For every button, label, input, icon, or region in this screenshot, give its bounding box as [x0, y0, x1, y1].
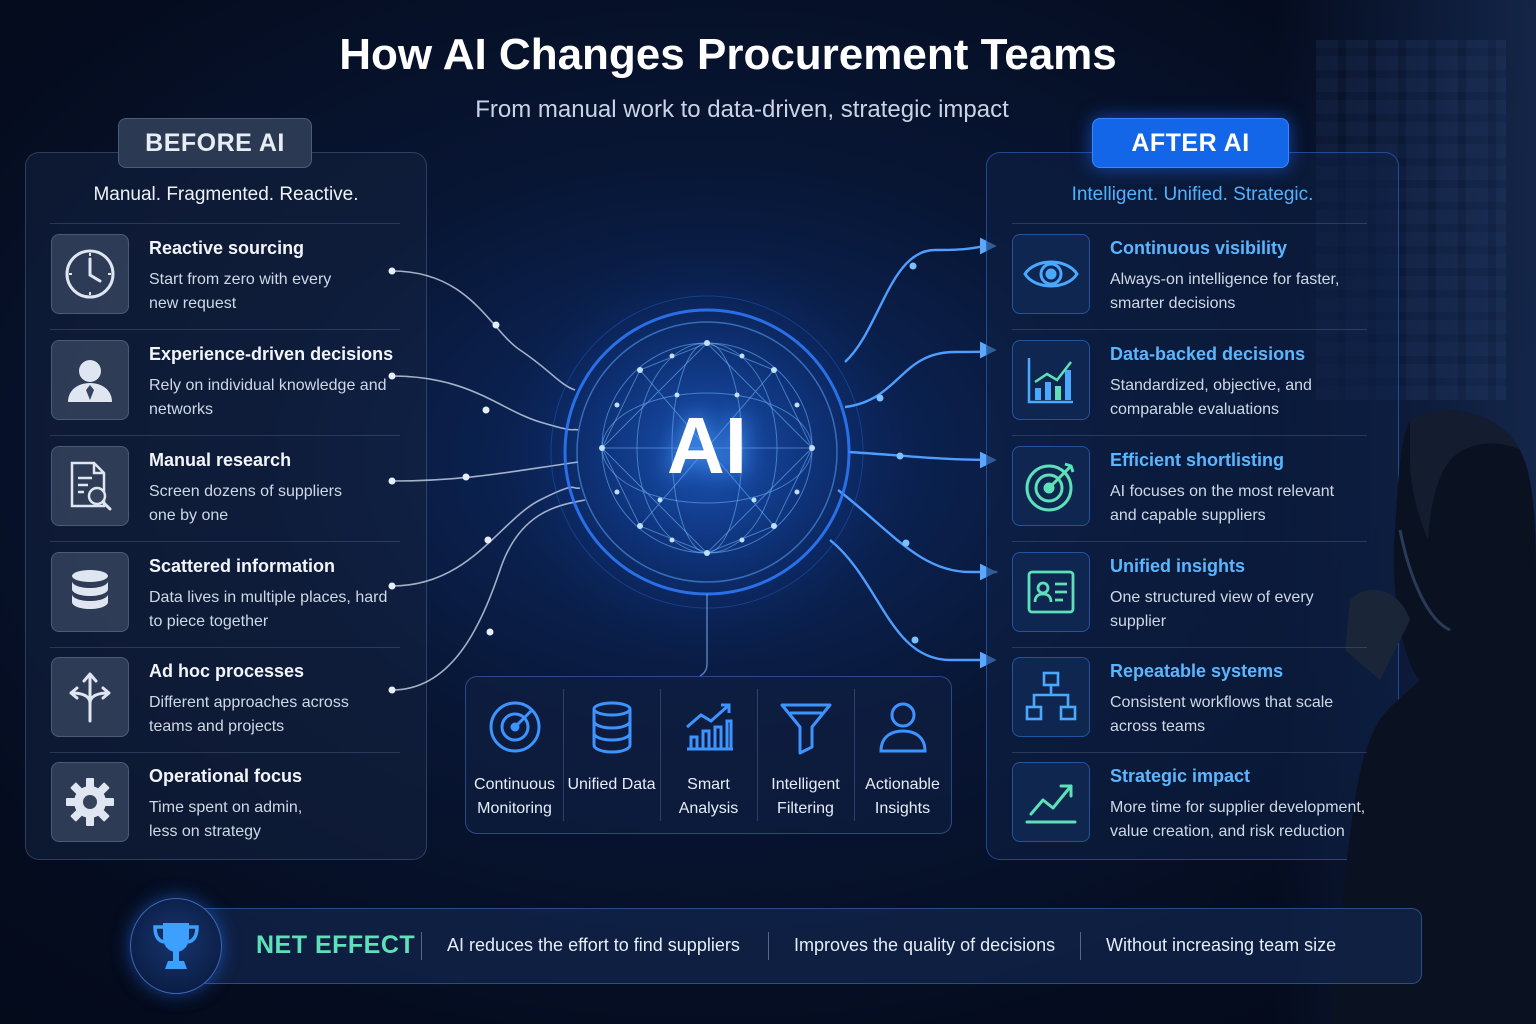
before-item-scattered-information: Scattered information Data lives in mult…	[51, 550, 411, 634]
item-title: Operational focus	[149, 766, 303, 786]
page-subtitle: From manual work to data-driven, strateg…	[475, 96, 1009, 123]
ai-core-label: AI	[667, 401, 747, 490]
capability-label: Smart Analysis	[678, 776, 739, 817]
target-icon	[1012, 446, 1090, 526]
after-item-efficient-shortlisting: Efficient shortlisting AI focuses on the…	[1012, 444, 1382, 528]
capability-intelligent-filtering: Intelligent Filtering	[757, 677, 854, 833]
before-item-manual-research: Manual research Screen dozens of supplie…	[51, 444, 411, 528]
net-effect-point: Improves the quality of decisions	[794, 935, 1056, 955]
after-item-strategic-impact: Strategic impact More time for supplier …	[1012, 760, 1382, 844]
bar-chart-icon	[1012, 340, 1090, 420]
before-item-experience-driven: Experience-driven decisions Rely on indi…	[51, 338, 411, 422]
after-item-unified-insights: Unified insights One structured view of …	[1012, 550, 1382, 634]
growth-chart-icon	[677, 695, 741, 759]
item-title: Manual research	[149, 450, 292, 470]
item-title: Efficient shortlisting	[1110, 450, 1285, 470]
item-description: More time for supplier development, valu…	[1110, 799, 1366, 840]
clock-icon	[51, 234, 129, 314]
capability-label: Intelligent Filtering	[771, 776, 840, 817]
item-description: One structured view of every supplier	[1110, 589, 1314, 630]
database-icon	[51, 552, 129, 632]
after-item-data-backed-decisions: Data-backed decisions Standardized, obje…	[1012, 338, 1382, 422]
item-title: Repeatable systems	[1110, 661, 1284, 681]
after-item-repeatable-systems: Repeatable systems Consistent workflows …	[1012, 655, 1382, 739]
net-effect-point: Without increasing team size	[1106, 935, 1337, 955]
item-title: Scattered information	[149, 556, 336, 576]
before-tagline: Manual. Fragmented. Reactive.	[93, 184, 359, 205]
before-tag: BEFORE AI	[118, 118, 312, 168]
database-icon	[580, 695, 644, 759]
before-item-ad-hoc-processes: Ad hoc processes Different approaches ac…	[51, 655, 411, 739]
funnel-icon	[774, 695, 838, 759]
capability-continuous-monitoring: Continuous Monitoring	[466, 677, 563, 833]
trend-up-icon	[1012, 762, 1090, 842]
item-description: Data lives in multiple places, hard to p…	[149, 589, 388, 630]
after-tag: AFTER AI	[1092, 118, 1289, 168]
item-description: Rely on individual knowledge and network…	[149, 377, 387, 418]
item-description: AI focuses on the most relevant and capa…	[1110, 483, 1335, 524]
eye-icon	[1012, 234, 1090, 314]
item-title: Strategic impact	[1110, 766, 1251, 786]
split-arrows-icon	[51, 657, 129, 737]
item-title: Reactive sourcing	[149, 238, 305, 258]
person-icon	[51, 340, 129, 420]
document-search-icon	[51, 446, 129, 526]
capability-unified-data: Unified Data	[563, 677, 660, 833]
item-title: Unified insights	[1110, 556, 1245, 576]
net-effect-label: NET EFFECT	[256, 931, 416, 959]
item-description: Start from zero with every new request	[149, 271, 332, 312]
capability-label: Unified Data	[567, 776, 656, 793]
net-effect-point: AI reduces the effort to find suppliers	[447, 935, 740, 955]
person-silhouette	[1330, 410, 1536, 1024]
after-tagline: Intelligent. Unified. Strategic.	[1071, 184, 1314, 205]
capability-actionable-insights: Actionable Insights	[854, 677, 951, 833]
item-title: Data-backed decisions	[1110, 344, 1306, 364]
page-title: How AI Changes Procurement Teams	[339, 30, 1117, 79]
trophy-icon	[130, 898, 222, 994]
item-description: Screen dozens of suppliers one by one	[149, 483, 342, 524]
item-description: Time spent on admin, less on strategy	[149, 799, 303, 840]
capability-label: Actionable Insights	[865, 776, 940, 817]
item-description: Consistent workflows that scale across t…	[1110, 694, 1334, 735]
net-effect-bar	[150, 908, 1422, 984]
capability-label: Continuous Monitoring	[474, 776, 555, 817]
radar-icon	[483, 695, 547, 759]
user-icon	[871, 695, 935, 759]
item-description: Always-on intelligence for faster, smart…	[1110, 271, 1340, 312]
after-item-continuous-visibility: Continuous visibility Always-on intellig…	[1012, 232, 1382, 316]
gear-icon	[51, 762, 129, 842]
before-item-reactive-sourcing: Reactive sourcing Start from zero with e…	[51, 232, 411, 316]
before-item-operational-focus: Operational focus Time spent on admin, l…	[51, 760, 411, 844]
profile-card-icon	[1012, 552, 1090, 632]
item-description: Different approaches across teams and pr…	[149, 694, 349, 735]
capability-smart-analysis: Smart Analysis	[660, 677, 757, 833]
item-title: Ad hoc processes	[149, 661, 305, 681]
capabilities-panel: Continuous Monitoring Unified Data Smart…	[465, 676, 952, 834]
item-title: Experience-driven decisions	[149, 344, 394, 364]
item-title: Continuous visibility	[1110, 238, 1288, 258]
hierarchy-icon	[1012, 657, 1090, 737]
item-description: Standardized, objective, and comparable …	[1110, 377, 1312, 418]
